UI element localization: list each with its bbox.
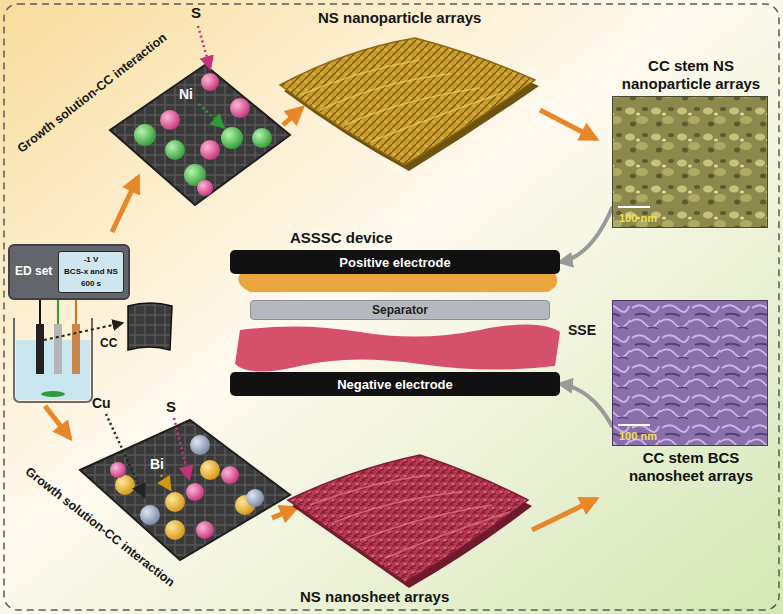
sem-image [612,96,768,228]
node-text: Negative electrode [337,377,453,392]
sem-image-box: CC stem BCS nanosheet arrays100 nm [612,300,768,446]
ns-nanoparticle-sheet [280,38,535,165]
element-label: Bi [150,456,164,472]
sulfur-sphere [200,140,220,160]
nickel-sphere [252,128,272,148]
reference-electrode [54,324,62,374]
beaker [14,318,92,402]
ns-nanosheet-sheet [288,455,528,582]
copper-sphere [246,489,264,507]
process-arrow [283,108,302,125]
electrode-band: Negative electrode [230,372,560,396]
cc-electrode [36,324,44,374]
process-arrow [272,508,296,518]
process-arrow [532,499,596,530]
node-text: -1 V [84,254,99,266]
element-label: Ni [179,86,193,102]
bismuth-sphere [165,520,185,540]
node-text: CC stem NS nanoparticle arrays [607,57,775,93]
counter-electrode [72,324,80,374]
display-screen: -1 VBCS-x and NS600 s [58,251,124,293]
panel-heading: NS nanosheet arrays [300,588,449,605]
element-label: Cu [92,395,111,411]
dashed-frame [4,4,779,610]
dotted-arrow [199,104,223,127]
sulfur-sphere [160,110,180,130]
element-label: CC [100,336,117,350]
layer-label: SSE [568,322,596,338]
bismuth-sphere [200,460,220,480]
sem-image [612,300,768,446]
node-text: ED set [15,264,52,278]
nickel-sphere [134,124,156,146]
stir-bar [41,391,65,397]
dotted-arrow [106,414,144,496]
process-arrow [540,110,596,139]
nickel-sphere [165,140,185,160]
node-subtext: 100 nm [619,430,657,442]
dotted-arrow [198,26,210,68]
dotted-arrow [174,418,189,478]
electrode-band: Positive electrode [230,250,560,274]
sulfur-sphere [196,521,214,539]
sem-image-box: CC stem NS nanoparticle arrays100 nm [612,96,768,228]
curved-connector [560,208,612,262]
sulfur-sphere [186,483,204,501]
bismuth-sphere [165,492,185,512]
element-label: S [166,398,176,415]
scale-bar [618,424,650,426]
node-subtext: BCS-x and NS [64,266,118,278]
curved-connector [560,384,612,426]
positive-active-layer [238,274,557,292]
panel-heading: NS nanoparticle arrays [318,9,481,26]
dotted-arrow [161,475,170,489]
sse-layer [235,324,560,371]
separator-band: Separator [250,300,550,320]
nickel-sphere [221,127,243,149]
element-label: S [191,4,201,21]
node-text: Separator [372,303,428,317]
wire [57,300,59,324]
node-text: Positive electrode [339,255,450,270]
process-arrow [112,177,138,232]
node-subtext: 100 nm [619,212,657,224]
scale-bar [618,206,650,208]
power-supply-box: ED set -1 VBCS-x and NS600 s [8,244,130,300]
sulfur-sphere [110,462,126,478]
sulfur-sphere [197,180,213,196]
sheet-ripples [300,60,505,142]
copper-sphere [190,435,210,455]
panel-heading: ASSSC device [290,229,393,246]
carbon-cloth-sample [128,303,172,350]
sulfur-sphere [230,98,250,118]
node-text: CC stem BCS nanosheet arrays [607,449,775,485]
sulfur-sphere [201,73,219,91]
sheet-ripples [310,475,510,558]
wire [39,300,41,324]
copper-sphere [140,505,160,525]
wire [75,300,77,324]
node-subtext: 600 s [81,278,101,290]
sulfur-sphere [221,466,239,484]
process-arrow [45,406,70,438]
